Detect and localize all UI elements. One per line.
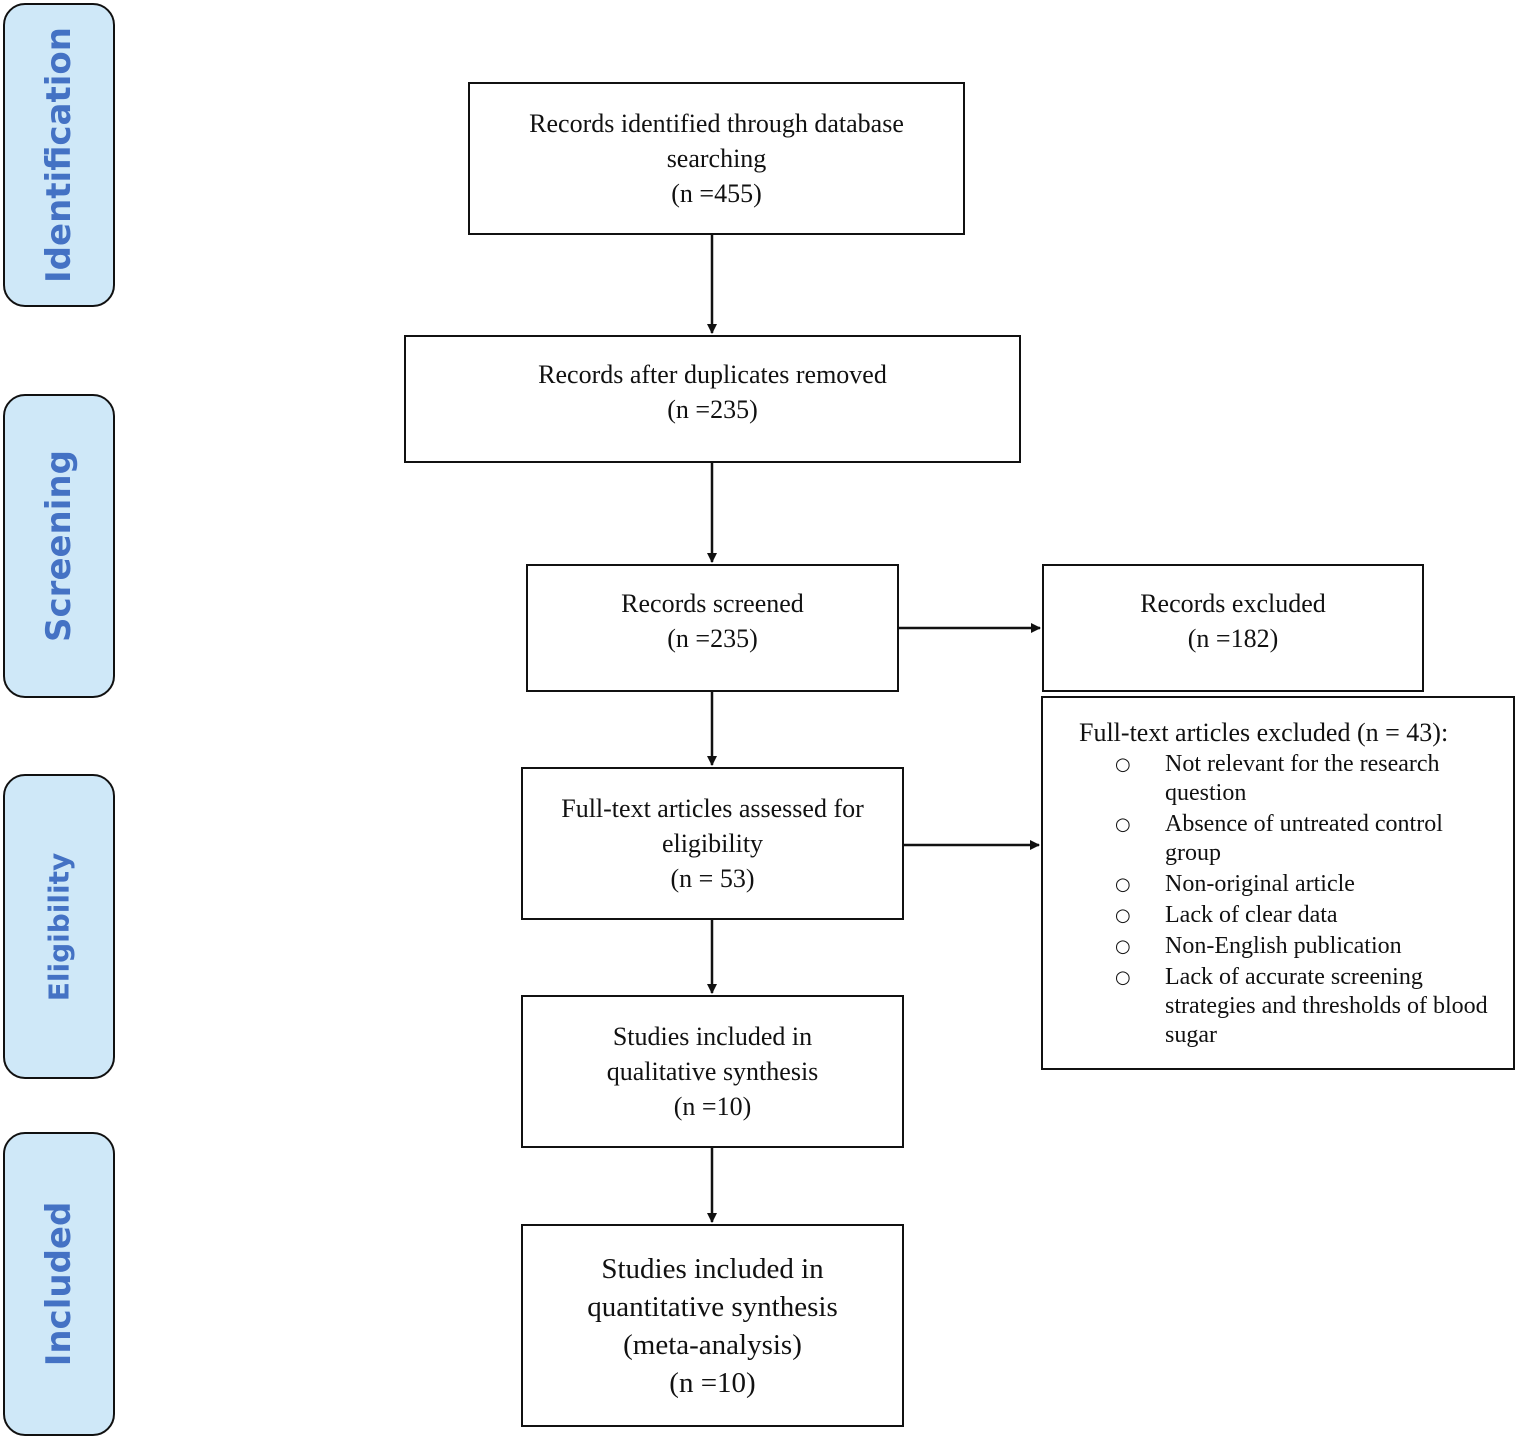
box-quantitative-synthesis: Studies included in quantitative synthes… <box>521 1224 904 1427</box>
box-fulltext-excluded: Full-text articles excluded (n = 43): ○ N… <box>1041 696 1515 1070</box>
stage-eligibility: Eligibility <box>3 774 115 1079</box>
box-fulltext-assessed: Full-text articles assessed for eligibil… <box>521 767 904 920</box>
box-fulltext-assessed-count: (n = 53) <box>670 864 755 893</box>
bullet-icon: ○ <box>1115 967 1131 988</box>
box-quantitative-synthesis-count: (n =10) <box>669 1366 756 1399</box>
exclusion-reason: ○ Lack of accurate screening strategies a… <box>1043 963 1513 1050</box>
box-fulltext-assessed-line2: eligibility <box>661 829 764 858</box>
box-quantitative-synthesis-line2: quantitative synthesis <box>587 1290 838 1323</box>
bullet-icon: ○ <box>1115 754 1131 775</box>
box-records-screened: Records screened (n =235) <box>526 564 899 692</box>
exclusion-reason-text: Not relevant for the research question <box>1165 751 1440 806</box>
stage-included: Included <box>3 1132 115 1436</box>
bullet-icon: ○ <box>1115 814 1131 835</box>
stage-screening: Screening <box>3 394 115 698</box>
box-qualitative-synthesis-line2: qualitative synthesis <box>606 1057 819 1086</box>
box-records-screened-line1: Records screened <box>621 589 804 618</box>
exclusion-reason: ○ Not relevant for the research question <box>1043 750 1513 808</box>
box-quantitative-synthesis-line3: (meta-analysis) <box>623 1328 802 1361</box>
box-records-excluded: Records excluded (n =182) <box>1042 564 1424 692</box>
exclusion-reason-text: Lack of clear data <box>1165 902 1338 928</box>
exclusion-reason: ○ Absence of untreated control group <box>1043 810 1513 868</box>
exclusion-reason: ○ Non-English publication <box>1043 932 1513 961</box>
exclusion-reason-text: Absence of untreated control group <box>1165 811 1443 866</box>
box-records-identified-line2: searching <box>666 144 767 173</box>
exclusion-reason-text: Non-English publication <box>1165 933 1402 959</box>
box-records-excluded-line1: Records excluded <box>1140 589 1326 618</box>
box-qualitative-synthesis: Studies included in qualitative synthesi… <box>521 995 904 1148</box>
box-records-identified-count: (n =455) <box>671 179 762 208</box>
box-records-excluded-count: (n =182) <box>1187 624 1279 653</box>
stage-identification: Identification <box>3 3 115 307</box>
bullet-icon: ○ <box>1115 874 1131 895</box>
box-fulltext-assessed-line1: Full-text articles assessed for <box>561 794 864 823</box>
box-records-screened-count: (n =235) <box>667 624 758 653</box>
exclusion-reason-text: Lack of accurate screening strategies an… <box>1165 964 1488 1048</box>
box-records-after-duplicates: Records after duplicates removed (n =235… <box>404 335 1021 463</box>
exclusion-reason: ○ Lack of clear data <box>1043 901 1513 930</box>
exclusion-reason-text: Non-original article <box>1165 871 1355 897</box>
box-quantitative-synthesis-line1: Studies included in <box>601 1252 824 1285</box>
box-records-identified-line1: Records identified through database <box>529 109 904 138</box>
box-qualitative-synthesis-line1: Studies included in <box>612 1022 813 1051</box>
bullet-icon: ○ <box>1115 936 1131 957</box>
exclusion-reasons-list: ○Not relevant for the research question … <box>1043 750 1513 1052</box>
box-fulltext-excluded-title: Full-text articles excluded (n = 43): <box>1079 718 1449 747</box>
box-qualitative-synthesis-count: (n =10) <box>673 1092 752 1121</box>
box-records-after-duplicates-line1: Records after duplicates removed <box>538 360 887 389</box>
box-records-identified: Records identified through database sear… <box>468 82 965 235</box>
bullet-icon: ○ <box>1115 905 1131 926</box>
exclusion-reason: ○ Non-original article <box>1043 870 1513 899</box>
box-records-after-duplicates-count: (n =235) <box>667 395 758 424</box>
